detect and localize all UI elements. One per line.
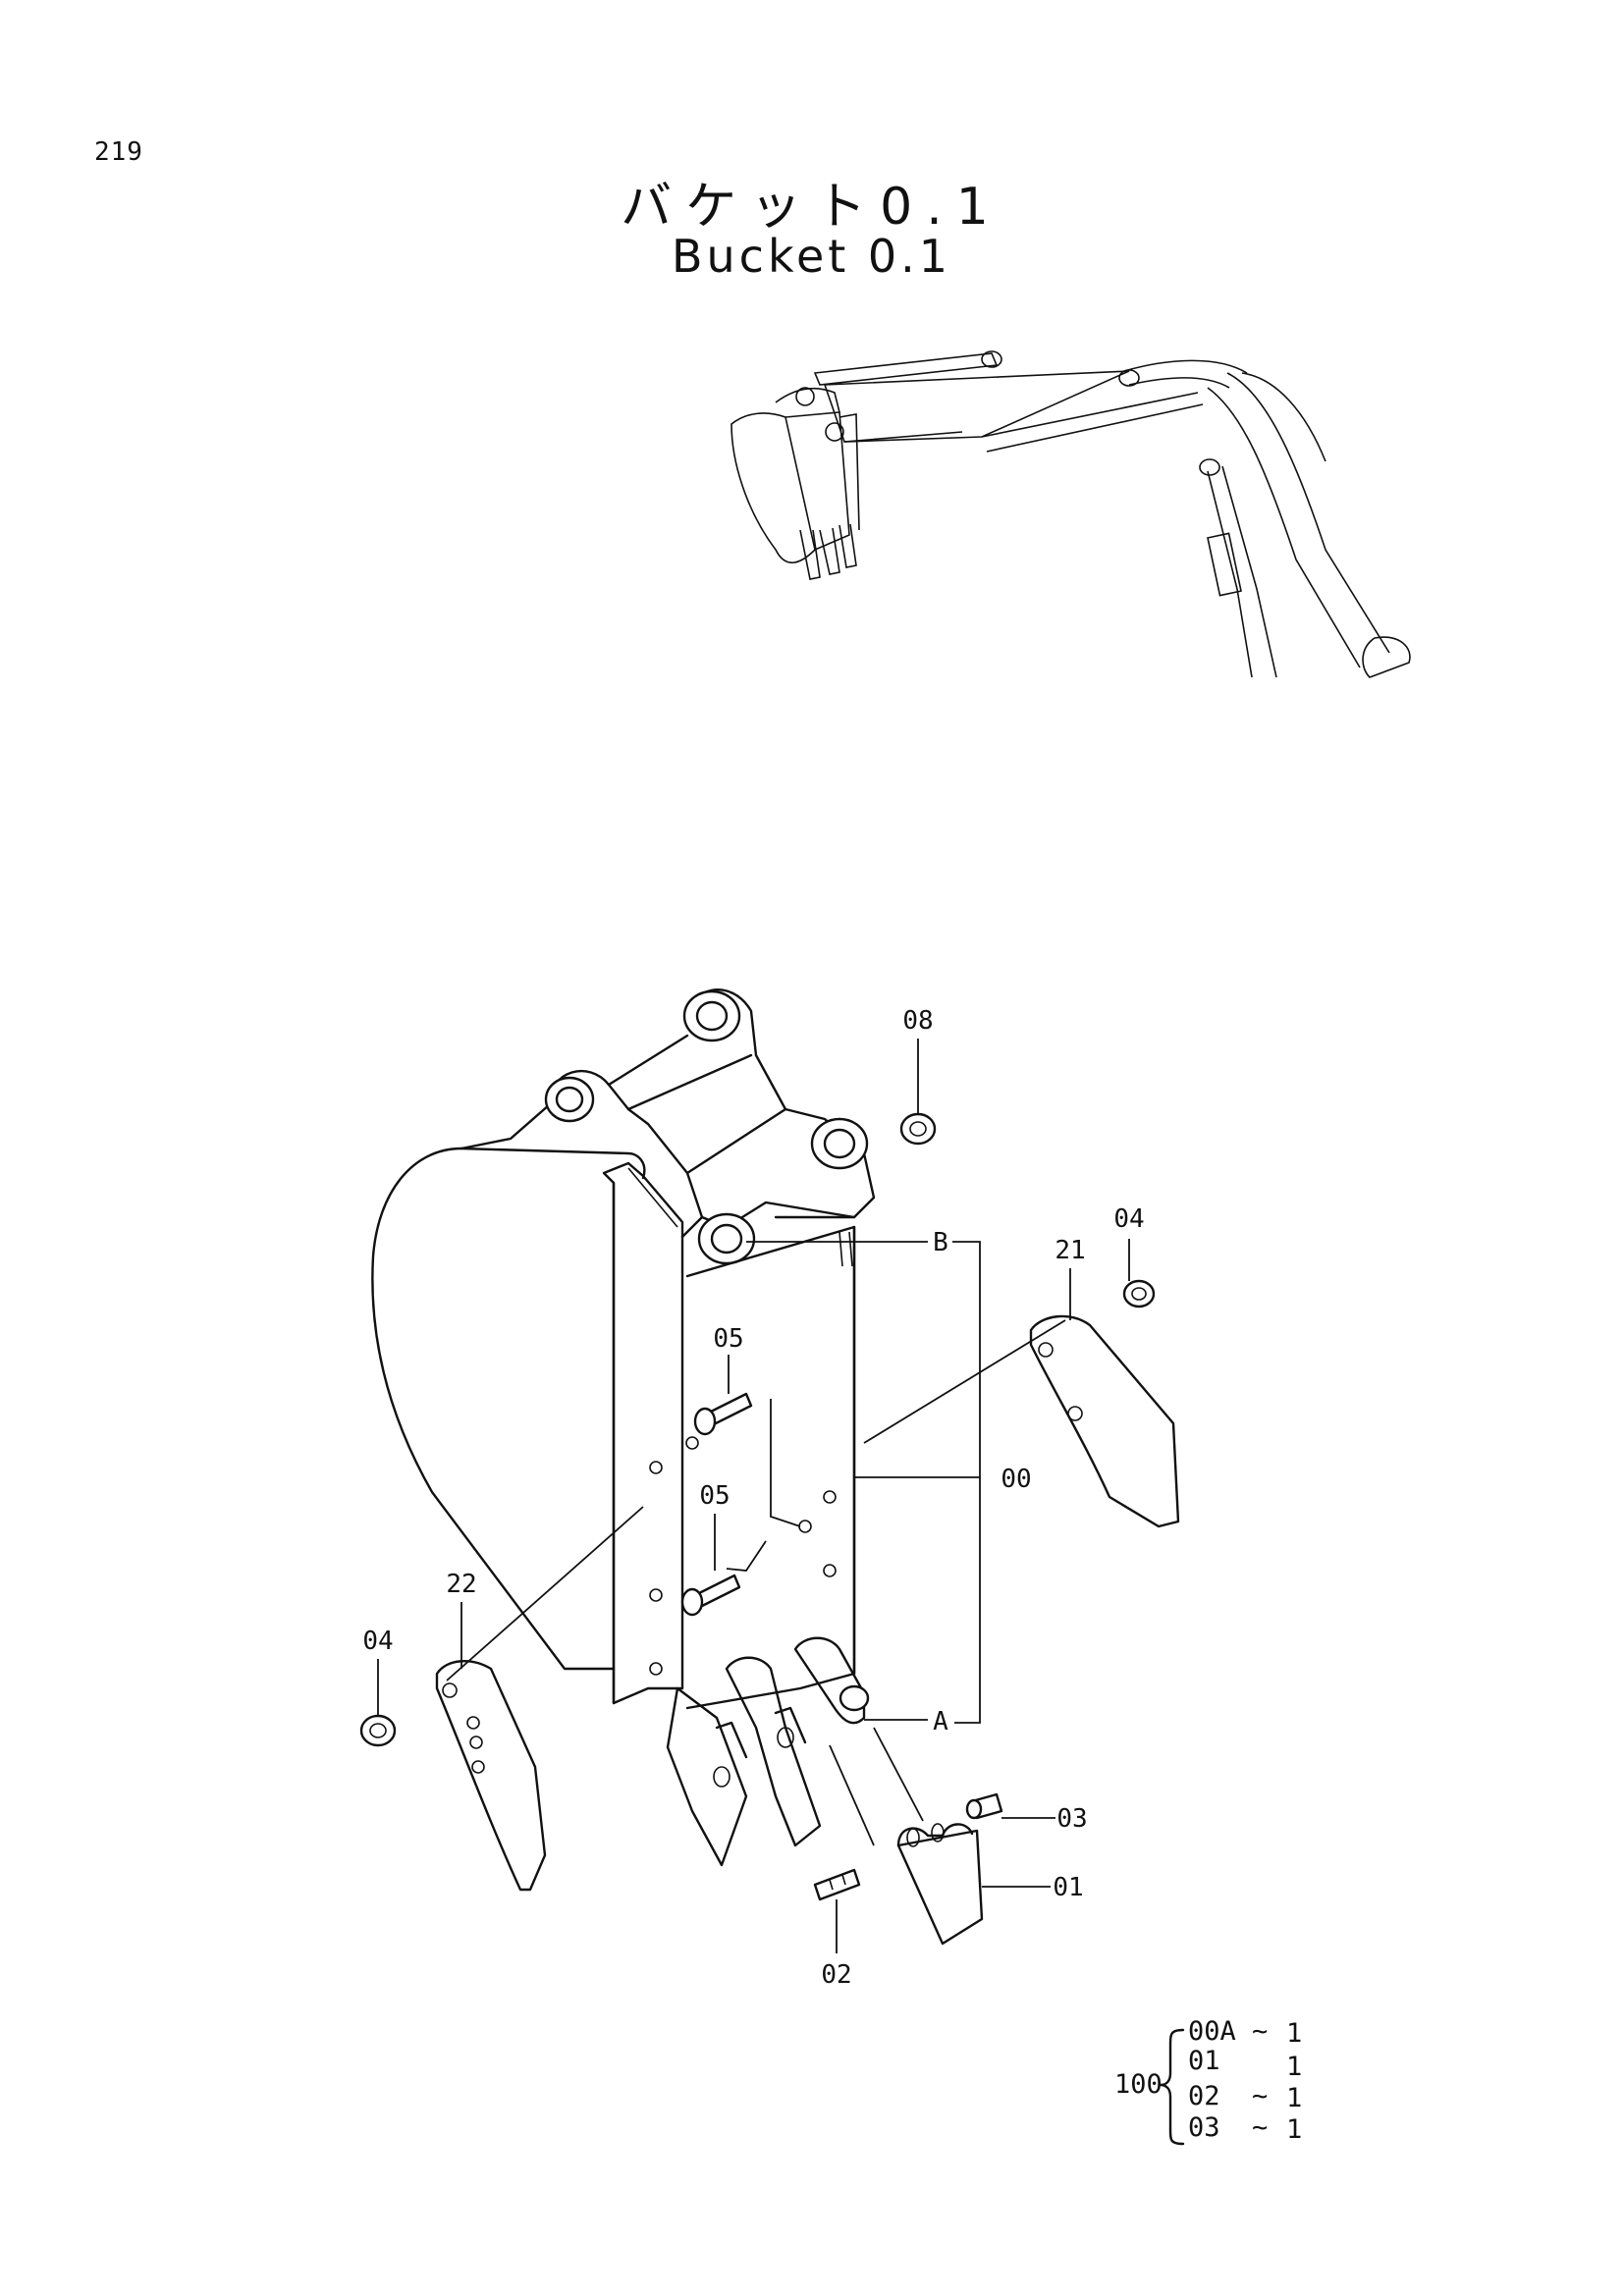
title-japanese: バケット0.1 — [621, 178, 1002, 237]
callout-01: 01 — [1053, 1873, 1083, 1902]
callout-leaders — [377, 1039, 1130, 1953]
pin-03 — [965, 1792, 1003, 1820]
bucket-exploded-view — [359, 988, 1180, 1946]
svg-text:1: 1 — [1286, 2114, 1302, 2145]
svg-text:03: 03 — [1188, 2112, 1220, 2143]
arm-overview-illustration — [730, 350, 1411, 678]
kit-assembly-number: 100 — [1114, 2069, 1163, 2100]
kit-row: 00A ~ 1 — [1188, 2016, 1302, 2049]
bolt-05-lower — [680, 1574, 741, 1617]
nut-04-left — [359, 1714, 397, 1747]
kit-row: 03 ~ 1 — [1188, 2112, 1302, 2145]
callout-03: 03 — [1056, 1804, 1087, 1834]
svg-text:01: 01 — [1188, 2046, 1220, 2076]
side-cutter-22 — [435, 1660, 547, 1892]
kit-composition: 100 00A ~ 1 01 1 02 ~ 1 03 ~ 1 — [1114, 2016, 1302, 2146]
callout-04-left: 04 — [362, 1627, 393, 1656]
callout-22: 22 — [446, 1570, 476, 1599]
svg-text:00A: 00A — [1188, 2016, 1236, 2047]
svg-text:~: ~ — [1252, 2016, 1268, 2047]
title-english: Bucket 0.1 — [671, 230, 952, 283]
bolt-05-upper — [693, 1392, 753, 1436]
kit-row: 01 1 — [1188, 2046, 1302, 2082]
bushing-08 — [899, 1112, 937, 1146]
callout-00: 00 — [1001, 1465, 1031, 1494]
tooth-01 — [896, 1823, 984, 1946]
svg-text:02: 02 — [1188, 2081, 1220, 2111]
svg-text:1: 1 — [1286, 2083, 1302, 2113]
callout-05-upper: 05 — [713, 1324, 743, 1354]
lock-02 — [813, 1868, 861, 1901]
callout-A: A — [933, 1707, 948, 1736]
callout-02: 02 — [821, 1960, 851, 1990]
callout-21: 21 — [1055, 1236, 1085, 1265]
nut-04-right — [1122, 1279, 1156, 1308]
callout-05-lower: 05 — [699, 1481, 730, 1511]
svg-text:~: ~ — [1252, 2112, 1268, 2143]
kit-row: 02 ~ 1 — [1188, 2081, 1302, 2113]
svg-text:1: 1 — [1286, 2052, 1302, 2082]
side-cutter-21 — [1029, 1314, 1180, 1528]
callout-04-right: 04 — [1113, 1204, 1144, 1234]
svg-text:1: 1 — [1286, 2018, 1302, 2049]
page-number: 219 — [94, 137, 143, 167]
callout-08: 08 — [902, 1006, 933, 1036]
callout-B: B — [933, 1228, 948, 1257]
svg-text:~: ~ — [1252, 2081, 1268, 2111]
